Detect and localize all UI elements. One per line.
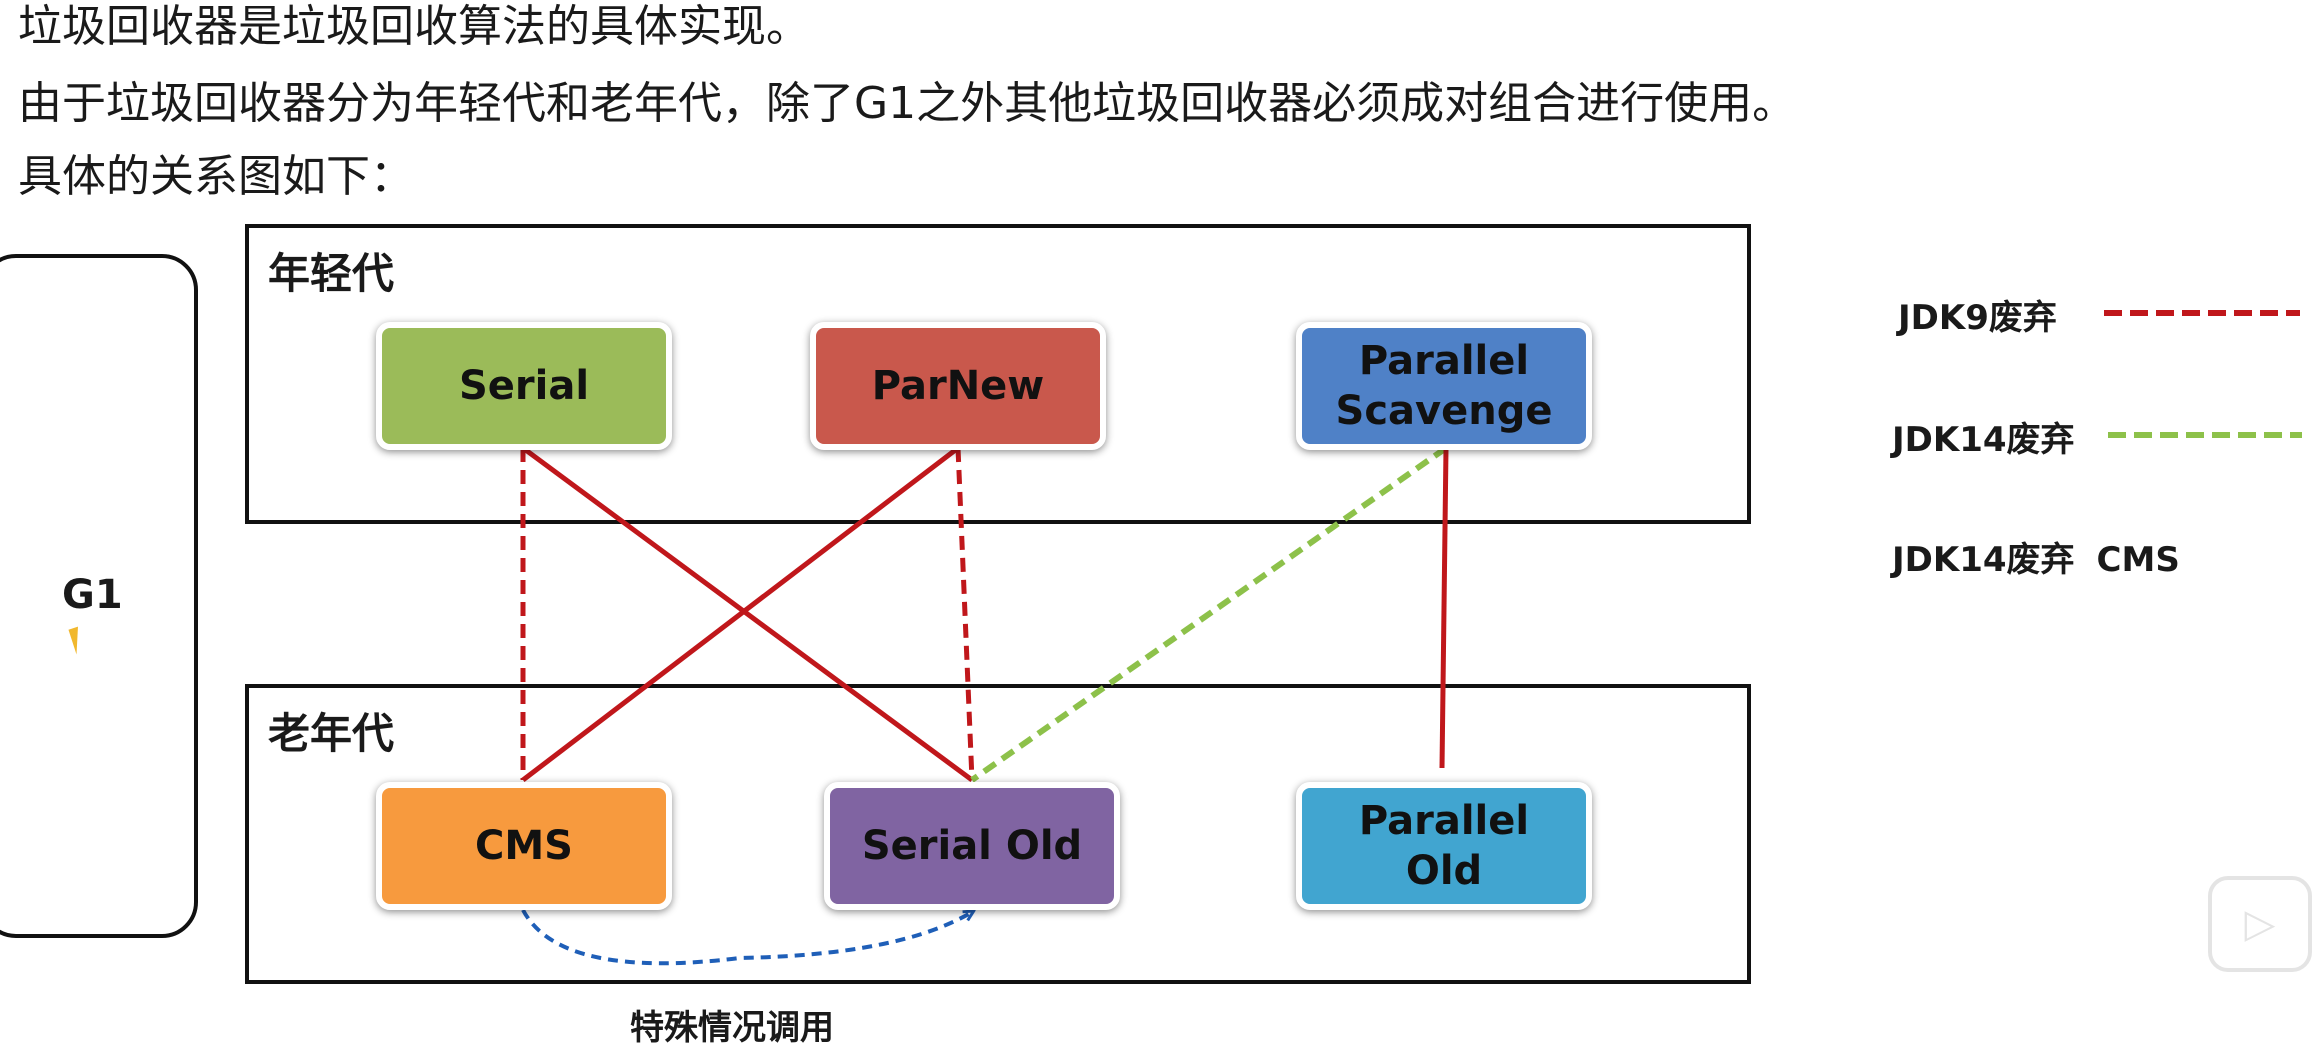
g1-label: G1 [62, 572, 123, 618]
intro-line-1: 垃圾回收器是垃圾回收算法的具体实现。 [18, 1, 810, 52]
intro-line-3: 具体的关系图如下： [18, 151, 414, 202]
intro-line-2: 由于垃圾回收器分为年轻代和老年代，除了G1之外其他垃圾回收器必须成对组合进行使用… [18, 78, 1797, 129]
collector-parallel-scavenge-line1: Parallel [1358, 338, 1530, 384]
legend-jdk14-cms: JDK14废弃 CMS [1892, 532, 2180, 581]
collector-cms: CMS [376, 782, 672, 910]
legend-jdk9-label: JDK9废弃 [1898, 298, 2057, 338]
special-case-label: 特殊情况调用 [630, 1008, 834, 1048]
collector-parallel-old-line1: Parallel [1358, 798, 1530, 844]
legend-jdk14-cms-label: JDK14废弃 [1892, 540, 2075, 580]
collector-serial-label: Serial [458, 363, 590, 409]
play-button-icon: ▷ [2208, 876, 2312, 972]
legend-jdk14-label: JDK14废弃 [1892, 420, 2075, 460]
edge-ps-serialold [970, 445, 1448, 783]
old-generation-title: 老年代 [268, 709, 395, 758]
edge-parnew-serialold [955, 447, 975, 781]
collector-parnew-label: ParNew [871, 363, 1045, 409]
collector-serial-old-label: Serial Old [861, 823, 1083, 869]
edge-ps-parallelold [1439, 447, 1449, 769]
collector-serial: Serial [376, 322, 672, 450]
edge-parnew-cms [521, 446, 960, 782]
collector-parallel-old: Parallel Old [1296, 782, 1592, 910]
collector-parnew: ParNew [810, 322, 1106, 450]
collector-parallel-scavenge: Parallel Scavenge [1296, 322, 1592, 450]
collector-parallel-scavenge-line2: Scavenge [1335, 388, 1553, 434]
edge-cms-serialold-special [521, 909, 972, 966]
young-generation-frame [245, 224, 1751, 524]
collector-cms-label: CMS [475, 823, 573, 869]
g1-frame [0, 254, 198, 938]
legend-cms-name: CMS [2096, 540, 2180, 580]
young-generation-title: 年轻代 [268, 249, 395, 298]
edge-serial-serialold [521, 445, 974, 783]
old-generation-frame [245, 684, 1751, 984]
collector-parallel-old-line2: Old [1405, 848, 1483, 894]
collector-serial-old: Serial Old [824, 782, 1120, 910]
